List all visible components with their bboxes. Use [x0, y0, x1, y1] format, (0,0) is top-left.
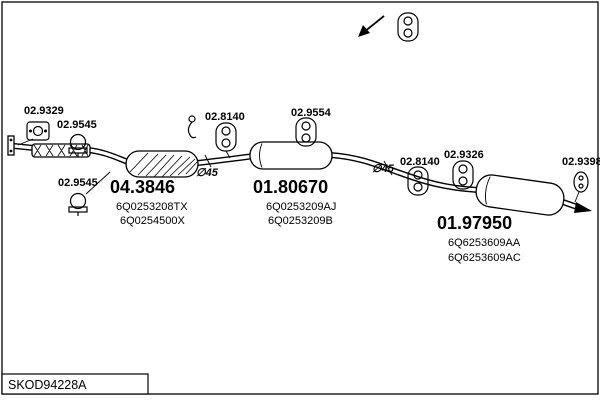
drawing-code: SKOD94228A	[8, 378, 87, 392]
part-label: 02.9545	[57, 119, 97, 131]
leader-line	[574, 191, 580, 203]
catalytic-converter	[125, 150, 199, 178]
assembly-number: 01.80670	[253, 177, 328, 197]
clamp-icon	[68, 133, 88, 157]
rubber-hanger-icon	[215, 122, 237, 152]
middle-muffler	[249, 141, 333, 170]
oe-reference: 6Q0253208TX	[116, 201, 188, 213]
oe-reference: 6Q6253609AA	[448, 237, 521, 249]
leader-line	[17, 138, 34, 146]
oe-reference: 6Q0253209B	[268, 215, 333, 227]
flange-gasket-icon	[26, 121, 50, 141]
part-label: 02.9326	[444, 149, 484, 161]
tailpipe-arrow-icon	[574, 202, 592, 213]
rear-muffler	[475, 174, 565, 216]
oe-reference: 6Q6253609AC	[448, 252, 521, 264]
diameter-label-rear: ∅45	[372, 163, 395, 175]
diameter-label-front: ∅45	[196, 167, 219, 179]
part-label: 02.9329	[24, 105, 64, 117]
rubber-hanger-icon	[295, 117, 317, 147]
front-flange	[7, 135, 15, 156]
part-label: 02.9554	[291, 107, 332, 119]
part-label: 02.8140	[205, 111, 245, 123]
rubber-hanger-icon	[407, 166, 429, 196]
leader-line	[225, 150, 231, 159]
gasket-ring-icon	[573, 171, 589, 193]
oe-reference: 6Q0254500X	[120, 215, 185, 227]
rubber-hanger-icon	[452, 160, 474, 190]
diameter-tick-rear	[383, 160, 393, 176]
drawing-code-box	[1, 373, 149, 395]
leader-line	[85, 171, 111, 195]
rubber-hanger-icon	[397, 12, 419, 42]
direction-arrow-icon	[358, 15, 385, 37]
pipe-bracket-icon	[187, 115, 197, 139]
oe-reference: 6Q0253209AJ	[266, 201, 336, 213]
part-label: 02.8140	[400, 156, 440, 168]
assembly-number: 01.97950	[437, 213, 512, 233]
part-label: 02.9545	[58, 177, 98, 189]
clamp-icon	[68, 192, 88, 216]
flex-pipe-section	[31, 143, 91, 158]
part-label: 02.9398	[562, 156, 600, 168]
diameter-tick-front	[204, 154, 212, 168]
assembly-number: 04.3846	[110, 177, 175, 197]
